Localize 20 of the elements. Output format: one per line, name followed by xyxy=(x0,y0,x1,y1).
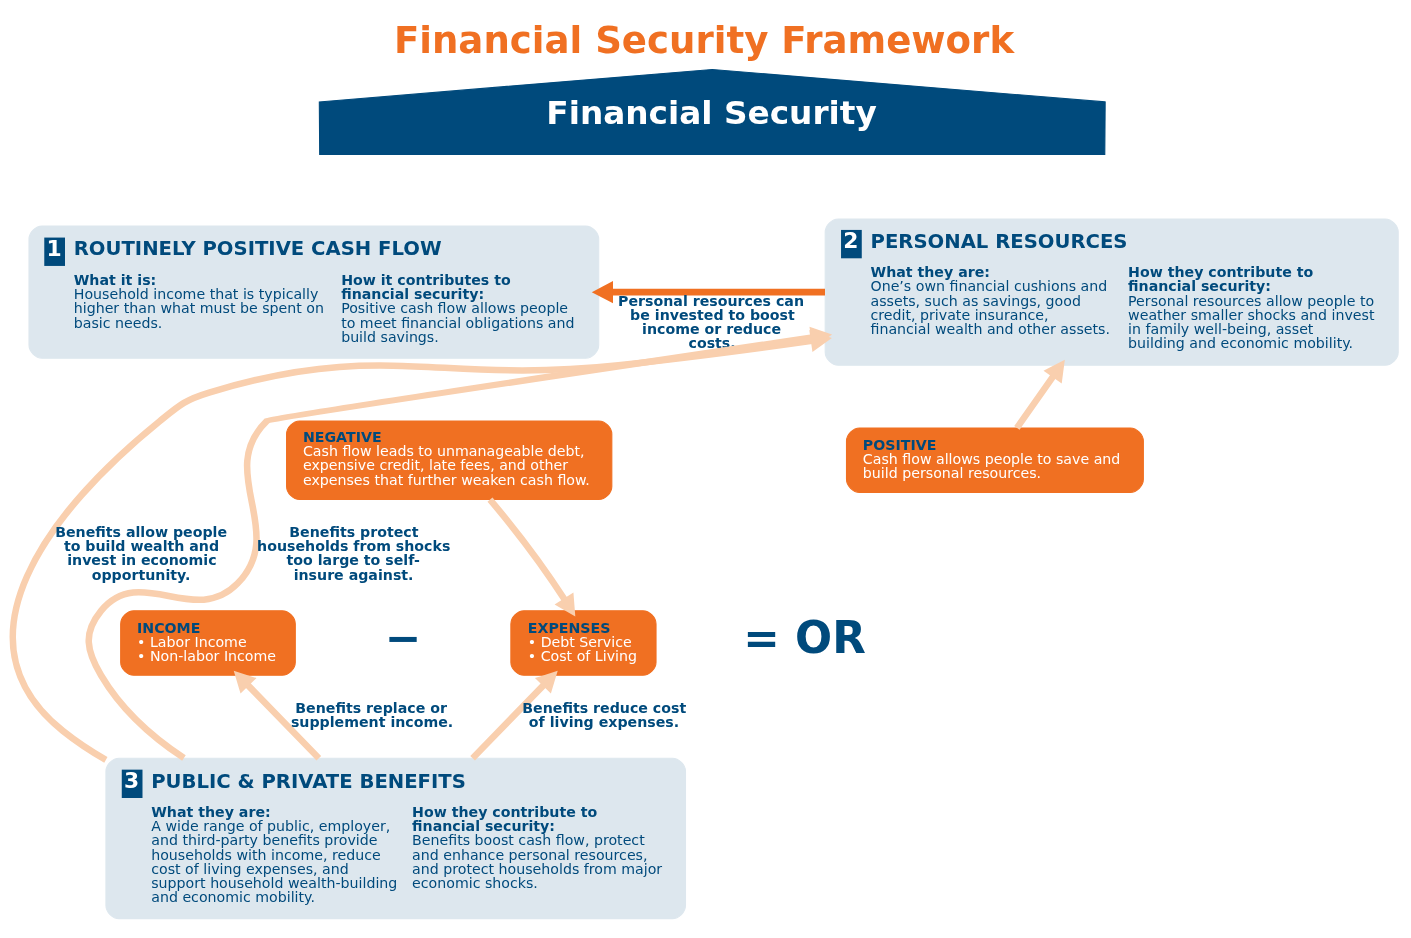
diagram-title: Financial Security Framework xyxy=(393,18,1015,62)
node-box: POSITIVE Cash flow allows people to save and build personal resources. xyxy=(845,426,1144,493)
arrow xyxy=(233,670,322,760)
edge-label: Benefits replace or supplement income. xyxy=(290,699,454,730)
label: − xyxy=(384,611,422,663)
node-box: INCOME • Labor Income • Non-labor Income xyxy=(120,609,296,676)
edge-label: Benefits allow people to build wealth and invest in economic opportunity. xyxy=(55,523,228,583)
node-box: EXPENSES • Debt Service • Cost of Living xyxy=(510,609,657,676)
node-box: NEGATIVE Cash flow leads to unmanageable debt, expensive credit, late fees, and other expenses that further weaken cash flow. xyxy=(286,419,613,500)
arrow xyxy=(591,280,825,303)
edge-label: Personal resources can be invested to boost income or reduce costs. xyxy=(618,292,804,351)
edge-label: Benefits reduce cost of living expenses. xyxy=(522,699,687,730)
arrow xyxy=(1014,359,1065,430)
label: = OR xyxy=(743,611,866,663)
arrow xyxy=(487,497,576,616)
node-box: 3 PUBLIC & PRIVATE BENEFITS What they are: A wide range of public, employer, and third-party benefits provide households with income, reduce cost of living expenses, and support household wealth-building and economic mobility. How they contribute to financial security: Benefits boost cash flow, protect and enhance personal resources, and protect households from major economic shocks. xyxy=(105,757,687,919)
node-box: 1 ROUTINELY POSITIVE CASH FLOW What it is: Household income that is typically higher than what must be spent on basic needs. How it contributes to financial security: Positive cash flow allows people to meet financial obligations and build savings. xyxy=(28,225,600,359)
arrow xyxy=(470,670,558,760)
edge-label: Benefits protect households from shocks too large to self-insure against. xyxy=(257,523,451,583)
node-box: 2 PERSONAL RESOURCES What they are: One’s own financial cushions and assets, such as savings, good credit, private insurance, financial wealth and other assets. How they contribute to financial security: Personal resources allow people to weather smaller shocks and invest in family well-being, asset building and economic mobility. xyxy=(824,217,1399,366)
